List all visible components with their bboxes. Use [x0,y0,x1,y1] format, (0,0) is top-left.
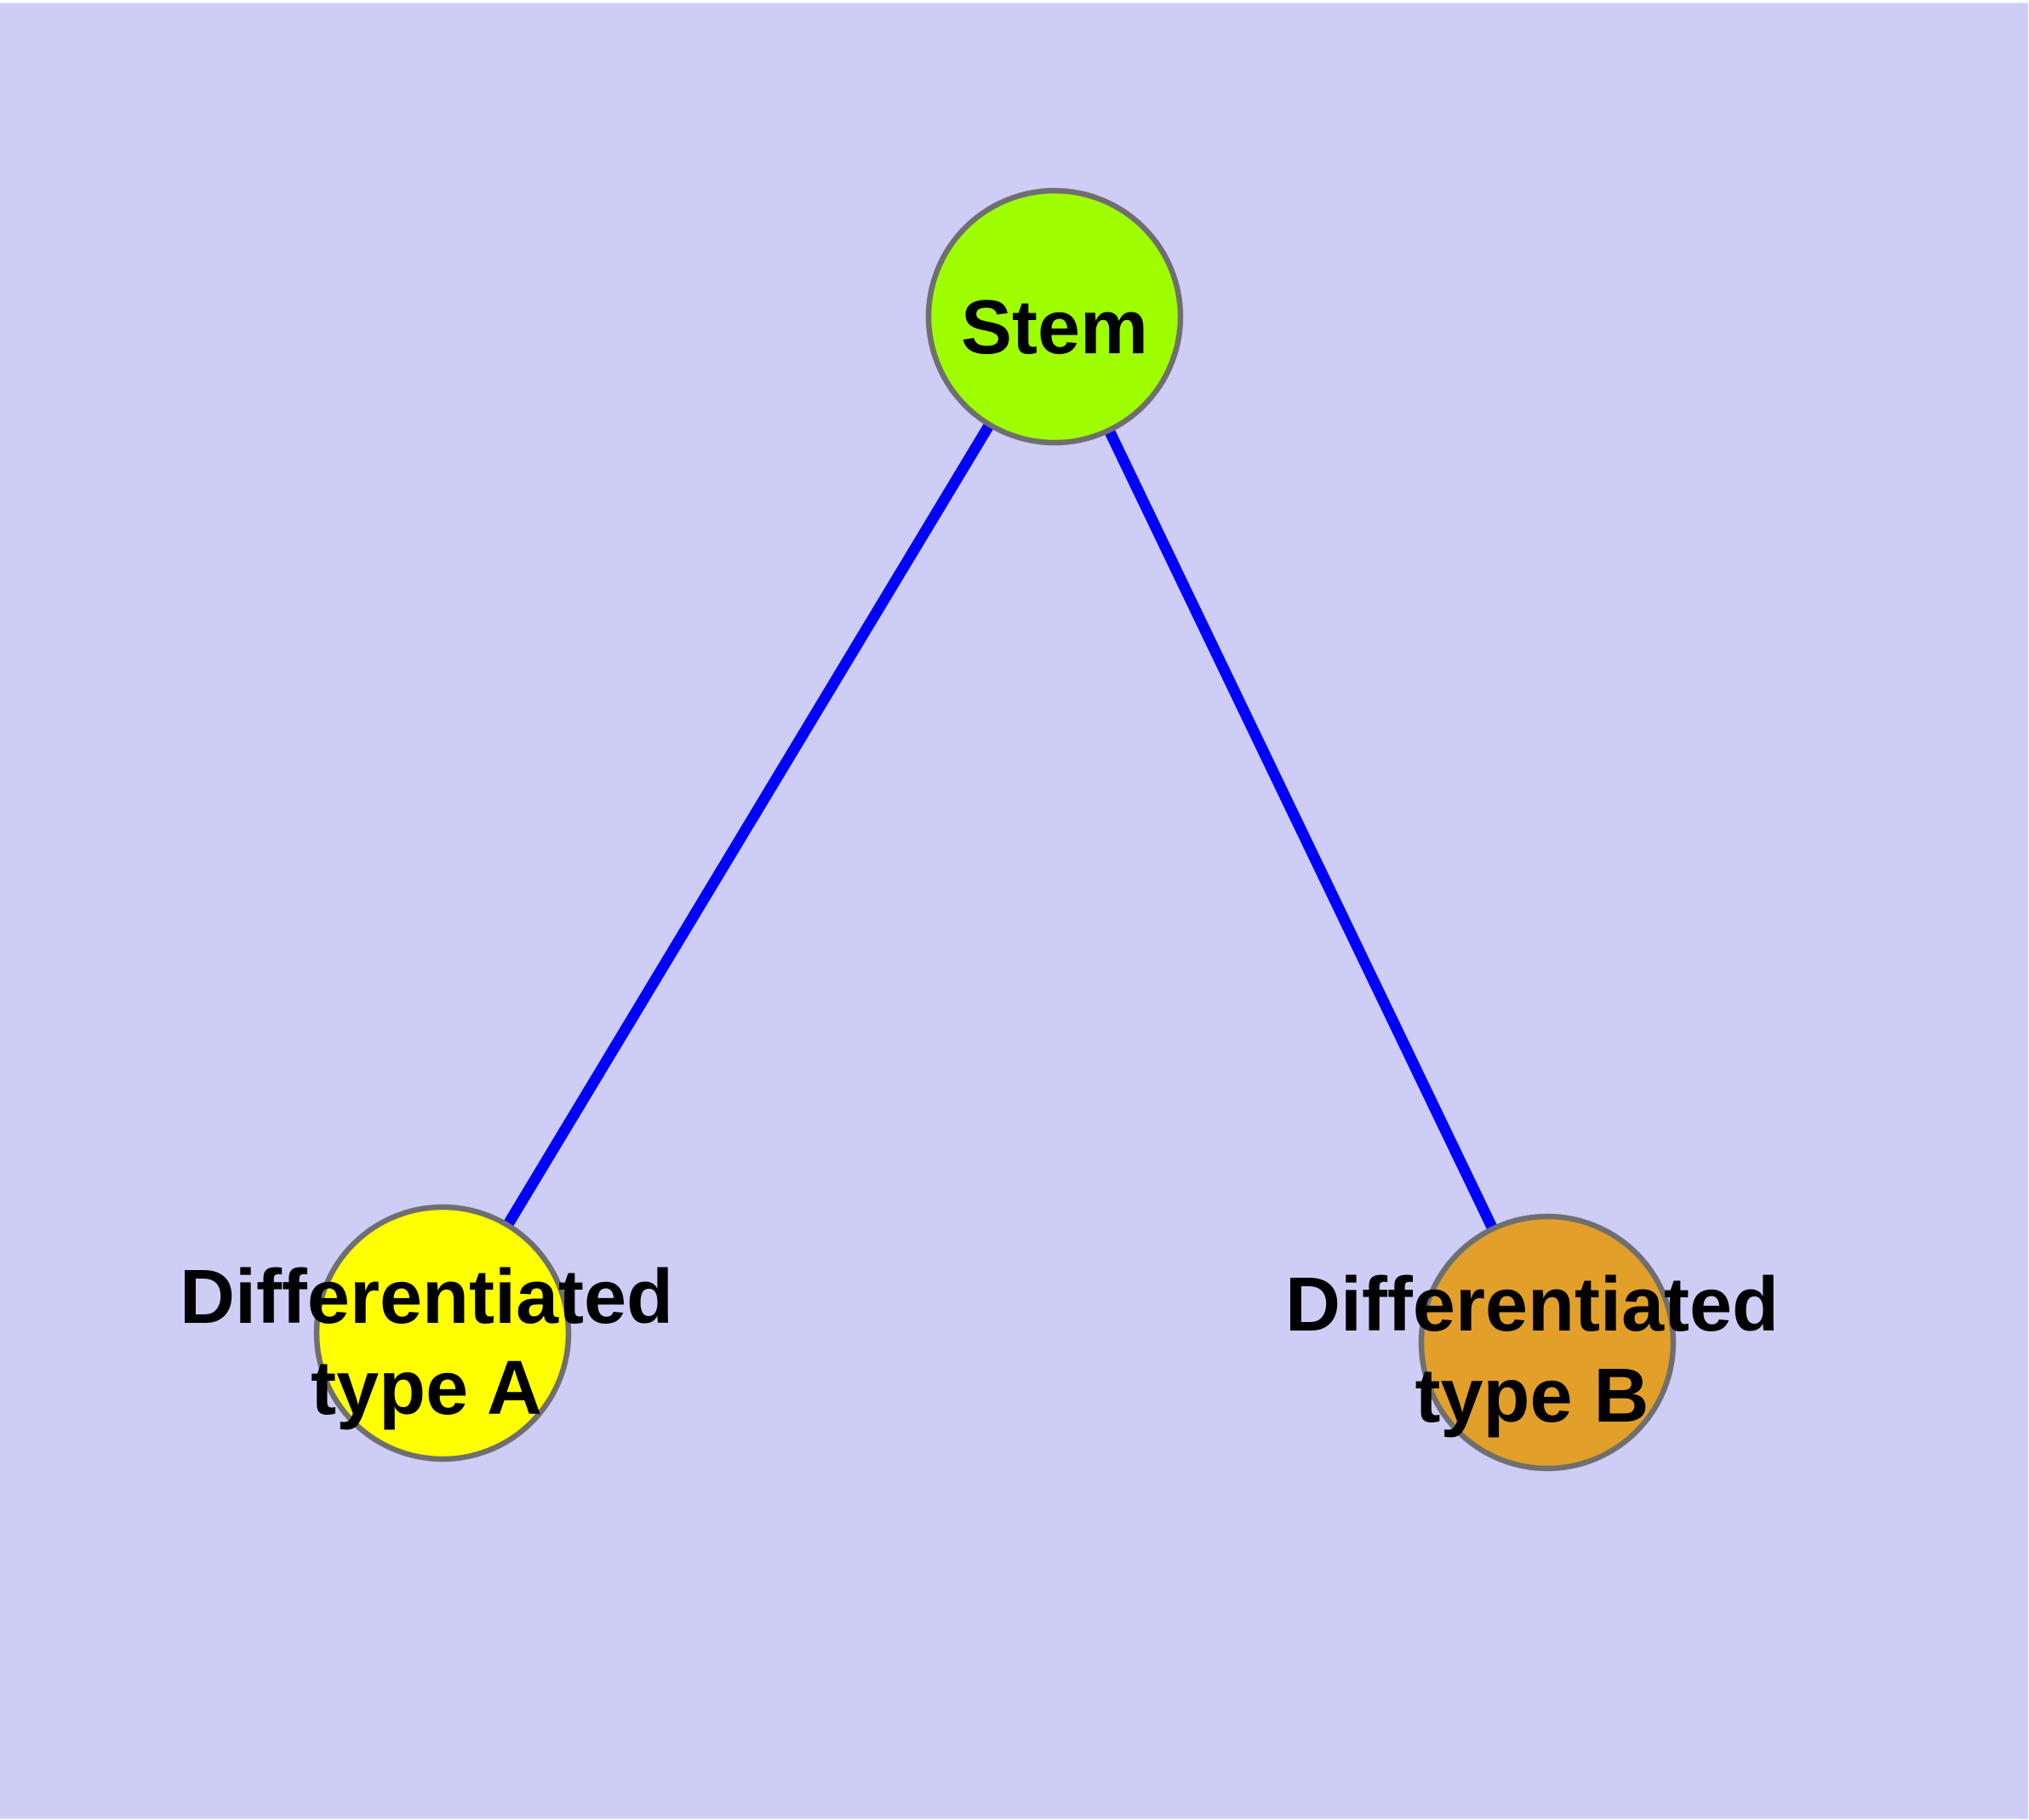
type-b-node-label-line2: type B [1415,1354,1649,1439]
stem-node-label: Stem [961,285,1148,370]
type-a-node-label-line1: Differentiated [180,1255,673,1340]
node-differentiated-type-b: Differentiated type B [1285,1213,1779,1472]
edge-stem-to-type-b [1049,314,1552,1345]
type-b-node-circle [1418,1213,1677,1472]
type-a-node-circle [313,1204,572,1462]
type-b-node-label-line1: Differentiated [1285,1262,1779,1348]
edge-stem-to-type-a [437,313,1060,1336]
type-a-node-label-line2: type A [311,1346,542,1431]
stem-node-circle [925,187,1184,446]
node-stem: Stem [925,187,1184,446]
node-differentiated-type-a: Differentiated type A [180,1204,673,1462]
